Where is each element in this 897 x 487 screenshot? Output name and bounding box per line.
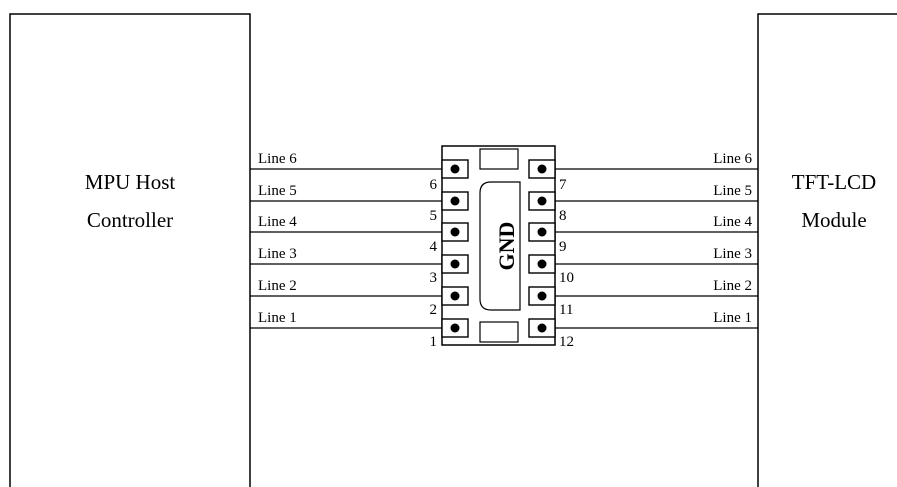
right-pin-dot-8 (537, 196, 547, 206)
left-line-2-label: Line 2 (258, 278, 297, 294)
tft-lcd-module-block: TFT-LCD Module (757, 13, 897, 487)
right-pin-10-number: 10 (559, 270, 574, 286)
tft-block-outline (757, 13, 897, 487)
left-pin-dot-4 (450, 227, 460, 237)
right-pin-12-number: 12 (559, 334, 574, 350)
right-line-3-label: Line 3 (713, 246, 752, 262)
right-pin-dot-7 (537, 164, 547, 174)
right-pin-dot-11 (537, 291, 547, 301)
right-pin-dot-10 (537, 259, 547, 269)
right-line-4-label: Line 4 (713, 214, 752, 230)
left-pin-6-number: 6 (430, 177, 438, 193)
tft-block-title-line2: Module (801, 208, 866, 232)
right-line-1-label: Line 1 (713, 310, 752, 326)
right-line-2-label: Line 2 (713, 278, 752, 294)
left-pin-4-number: 4 (430, 239, 438, 255)
left-line-1-label: Line 1 (258, 310, 297, 326)
left-pin-dot-3 (450, 259, 460, 269)
right-pin-column (528, 159, 556, 338)
right-signal-lines: Line 6 7 Line 5 8 Line 4 9 Line 3 10 Lin… (542, 151, 758, 350)
right-pin-8-number: 8 (559, 208, 567, 224)
right-pin-11-number: 11 (559, 302, 573, 318)
right-pin-dot-9 (537, 227, 547, 237)
left-pin-dot-1 (450, 323, 460, 333)
gnd-label: GND (494, 222, 519, 271)
mpu-host-controller-block: MPU Host Controller (9, 13, 251, 487)
mpu-block-outline (9, 13, 251, 487)
mpu-block-title-line2: Controller (87, 208, 173, 232)
left-pin-3-number: 3 (430, 270, 438, 286)
left-pin-2-number: 2 (430, 302, 438, 318)
left-line-3-label: Line 3 (258, 246, 297, 262)
right-pin-7-number: 7 (559, 177, 567, 193)
right-pin-dot-12 (537, 323, 547, 333)
left-signal-lines: Line 6 6 Line 5 5 Line 4 4 Line 3 3 Line… (250, 151, 455, 350)
left-line-4-label: Line 4 (258, 214, 297, 230)
mpu-block-title-line1: MPU Host (85, 170, 176, 194)
left-pin-dot-5 (450, 196, 460, 206)
left-pin-5-number: 5 (430, 208, 438, 224)
left-line-5-label: Line 5 (258, 183, 297, 199)
chip-package: GND (441, 145, 556, 346)
right-pin-9-number: 9 (559, 239, 567, 255)
right-line-5-label: Line 5 (713, 183, 752, 199)
chip-top-pad (479, 148, 519, 170)
left-line-6-label: Line 6 (258, 151, 297, 167)
tft-block-title-line1: TFT-LCD (792, 170, 876, 194)
chip-bottom-pad (479, 321, 519, 343)
left-pin-column (441, 159, 469, 338)
left-pin-dot-6 (450, 164, 460, 174)
gnd-pad (479, 181, 521, 311)
left-pin-1-number: 1 (430, 334, 438, 350)
left-pin-dot-2 (450, 291, 460, 301)
right-line-6-label: Line 6 (713, 151, 752, 167)
